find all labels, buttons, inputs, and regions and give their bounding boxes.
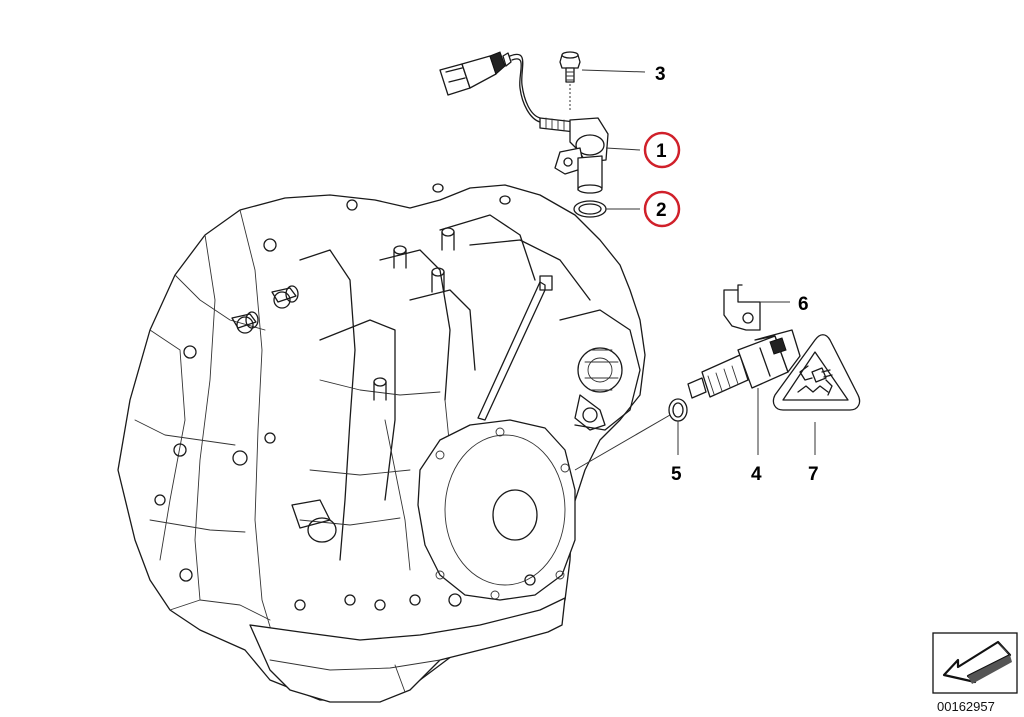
- callout-5: 5: [671, 464, 682, 485]
- callout-6-label: 6: [798, 294, 809, 315]
- side-plugs: [231, 285, 337, 543]
- callout-3: 3: [655, 64, 666, 85]
- electrical-plug-warning-icon: [797, 365, 833, 396]
- callout-1-label: 1: [656, 141, 667, 162]
- callout-4-label: 4: [751, 464, 762, 485]
- callout-7: 7: [808, 464, 819, 485]
- callout-2: 2: [643, 190, 681, 228]
- callout-2-label: 2: [656, 200, 667, 221]
- end-cover: [417, 419, 576, 601]
- part-4-switch[interactable]: [687, 329, 801, 399]
- callout-1-highlight-ring: [643, 131, 681, 169]
- leader-lines: [574, 69, 816, 471]
- transmission-assembly: [117, 183, 646, 703]
- callout-5-label: 5: [671, 464, 682, 485]
- bell-housing-bolts: [154, 199, 358, 582]
- oil-pan: [249, 574, 566, 703]
- part-6-bracket[interactable]: [723, 284, 761, 331]
- reference-number: 00162957: [937, 699, 995, 714]
- part-3-bolt[interactable]: [559, 51, 581, 112]
- callout-7-label: 7: [808, 464, 819, 485]
- callout-4: 4: [751, 464, 762, 485]
- corner-arrow-box: 00162957: [932, 632, 1018, 714]
- arrow-icon: [942, 640, 1012, 684]
- callout-2-highlight-ring: [643, 190, 681, 228]
- callout-6: 6: [798, 294, 809, 315]
- callout-3-label: 3: [655, 64, 666, 85]
- part-2-seal-ring[interactable]: [573, 200, 607, 218]
- callout-1: 1: [643, 131, 681, 169]
- part-5-washer[interactable]: [668, 398, 688, 422]
- part-7-warning-label[interactable]: [772, 334, 861, 411]
- part-1-speed-sensor[interactable]: [439, 51, 609, 194]
